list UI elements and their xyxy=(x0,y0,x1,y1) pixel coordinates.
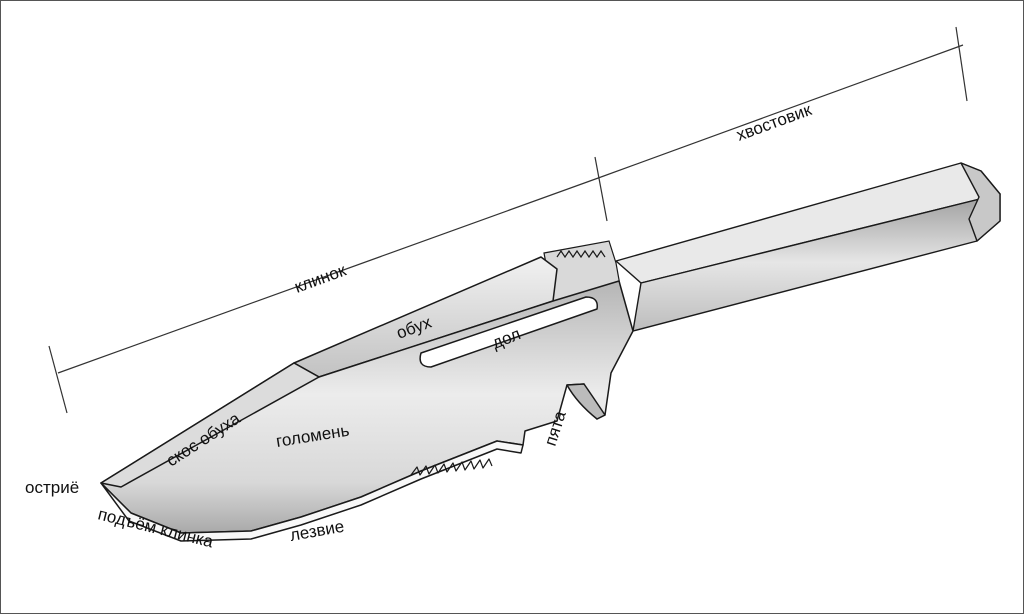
label-tang: хвостовик xyxy=(734,100,815,145)
dimension-lines xyxy=(48,26,968,414)
blade-dimension-line xyxy=(57,176,602,374)
tang xyxy=(615,162,1001,332)
edge-serration xyxy=(410,458,493,476)
label-tip: остриё xyxy=(25,478,79,497)
false-edge-bevel xyxy=(100,362,320,488)
tang-dimension-line xyxy=(600,44,964,178)
guard-hook xyxy=(566,383,606,420)
tick-left xyxy=(48,345,68,414)
blade xyxy=(100,256,634,542)
tang-end xyxy=(960,162,1001,242)
tick-middle xyxy=(594,156,608,222)
label-blade: клинок xyxy=(292,260,349,296)
edge-bevel xyxy=(100,440,524,542)
tick-right xyxy=(955,26,968,102)
fuller xyxy=(419,296,599,368)
